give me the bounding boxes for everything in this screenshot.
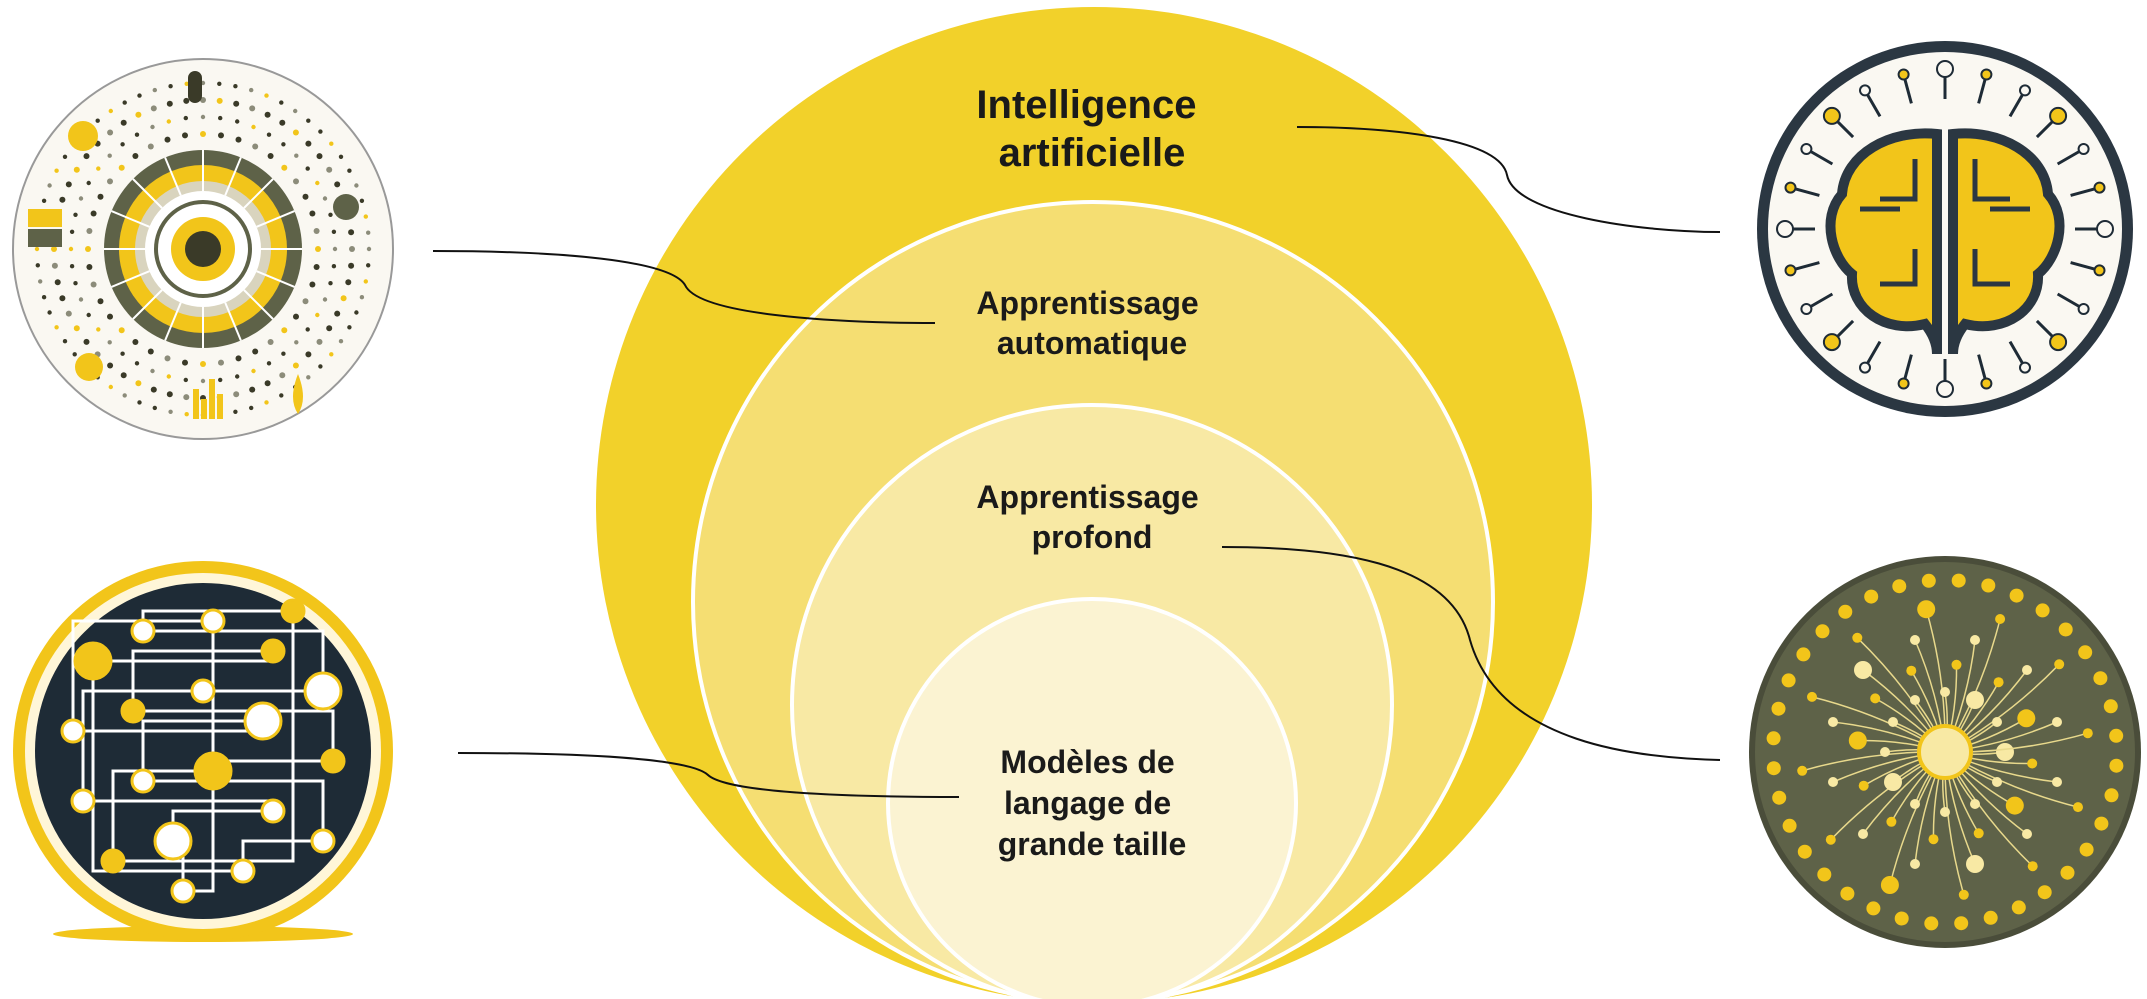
circuit-brain-icon bbox=[1757, 41, 2133, 417]
label-dl-line-1: Apprentissage bbox=[976, 479, 1198, 515]
label-ml: Apprentissage automatique bbox=[976, 285, 1207, 361]
label-dl-line-2: profond bbox=[1032, 519, 1153, 555]
label-llm-line-3: grande taille bbox=[998, 826, 1187, 862]
language-circuit-icon bbox=[13, 561, 393, 942]
connector-llm bbox=[457, 752, 960, 798]
label-dl: Apprentissage profond bbox=[976, 479, 1207, 555]
label-ml-line-1: Apprentissage bbox=[976, 285, 1198, 321]
label-llm-line-2: langage de bbox=[1004, 785, 1171, 821]
connector-ml bbox=[432, 250, 936, 324]
label-ai-line-2: artificielle bbox=[999, 131, 1186, 175]
label-ai: Intelligence artificielle bbox=[976, 83, 1207, 175]
label-ml-line-2: automatique bbox=[997, 325, 1187, 361]
connector-dl bbox=[1221, 546, 1721, 761]
neural-network-icon bbox=[1749, 556, 2141, 948]
data-wheel-icon bbox=[12, 58, 394, 440]
circle-llm bbox=[886, 597, 1298, 999]
nested-circles bbox=[596, 7, 1592, 999]
label-llm: Modèles de langage de grande taille bbox=[998, 744, 1187, 862]
label-ai-line-1: Intelligence bbox=[976, 83, 1196, 127]
label-llm-line-1: Modèles de bbox=[1000, 744, 1174, 780]
connector-ai bbox=[1296, 126, 1721, 233]
